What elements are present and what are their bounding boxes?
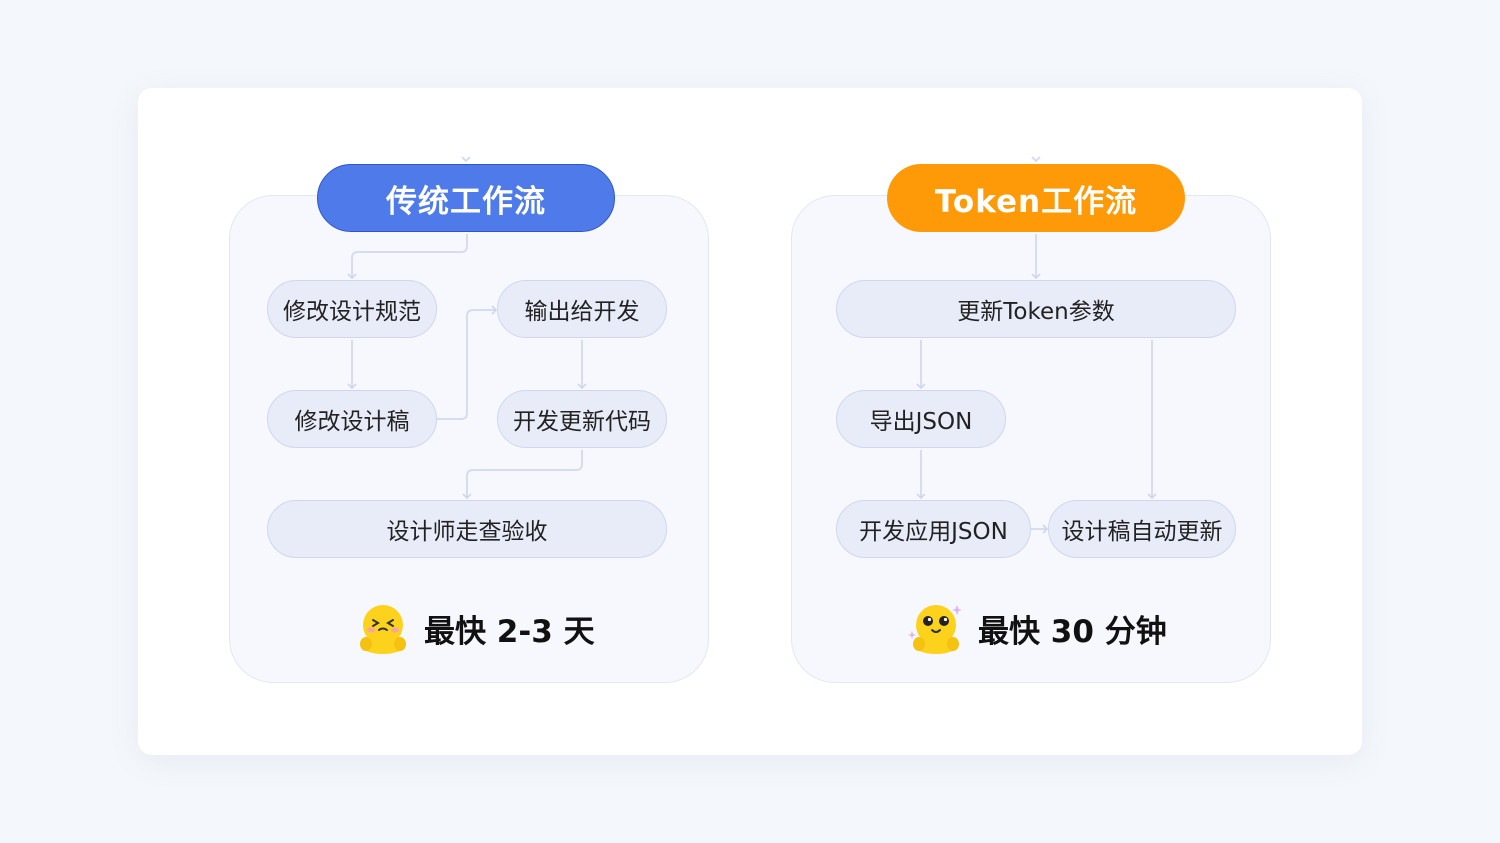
node-dev-update-code: 开发更新代码 [497, 390, 667, 448]
node-draft-auto-update: 设计稿自动更新 [1048, 500, 1236, 558]
node-output-to-dev: 输出给开发 [497, 280, 667, 338]
node-modify-draft: 修改设计稿 [267, 390, 437, 448]
connector-title-to-spec [347, 234, 468, 280]
token-result: 最快 30 分钟 [908, 600, 1167, 656]
connector-code-to-review [462, 450, 583, 500]
token-result-text: 最快 30 分钟 [978, 613, 1167, 650]
grinning-emoji-icon [360, 605, 406, 654]
node-designer-review: 设计师走查验收 [267, 500, 667, 558]
traditional-workflow-title: 传统工作流 [317, 164, 615, 232]
token-workflow-title: Token工作流 [887, 164, 1185, 232]
node-update-token: 更新Token参数 [836, 280, 1236, 338]
sparkle-eyes-emoji-icon [908, 605, 962, 654]
traditional-result: 最快 2-3 天 [356, 600, 595, 656]
traditional-result-text: 最快 2-3 天 [424, 613, 595, 650]
connector-draft-to-output [437, 305, 498, 420]
node-export-json: 导出JSON [836, 390, 1006, 448]
node-modify-spec: 修改设计规范 [267, 280, 437, 338]
node-dev-apply-json: 开发应用JSON [836, 500, 1031, 558]
